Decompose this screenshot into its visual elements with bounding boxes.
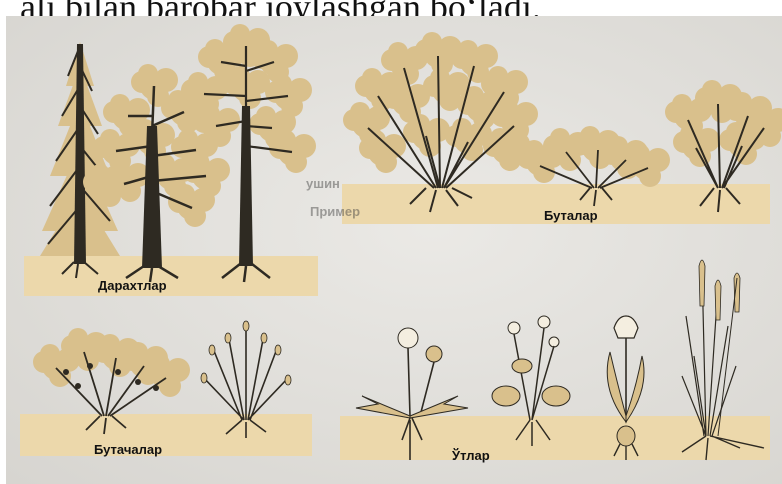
- label-trees: Дарахтлар: [98, 278, 167, 293]
- grass-herb: [682, 260, 764, 460]
- buttercup-herb: [492, 316, 570, 446]
- book-illustration: Пример ушин: [6, 16, 782, 484]
- dandelion-herb: [356, 328, 468, 460]
- small-shrub: [665, 80, 782, 212]
- label-herbs: Ўтлар: [452, 448, 490, 463]
- large-shrub: [343, 32, 538, 212]
- label-shrubs: Буталар: [544, 208, 598, 223]
- low-shrub: [517, 126, 670, 206]
- tulip-herb: [607, 316, 644, 460]
- label-subshrubs: Бутачалар: [94, 442, 162, 457]
- sage-subshrub: [201, 321, 291, 438]
- berry-subshrub: [33, 328, 190, 434]
- plants-drawing: [6, 16, 782, 484]
